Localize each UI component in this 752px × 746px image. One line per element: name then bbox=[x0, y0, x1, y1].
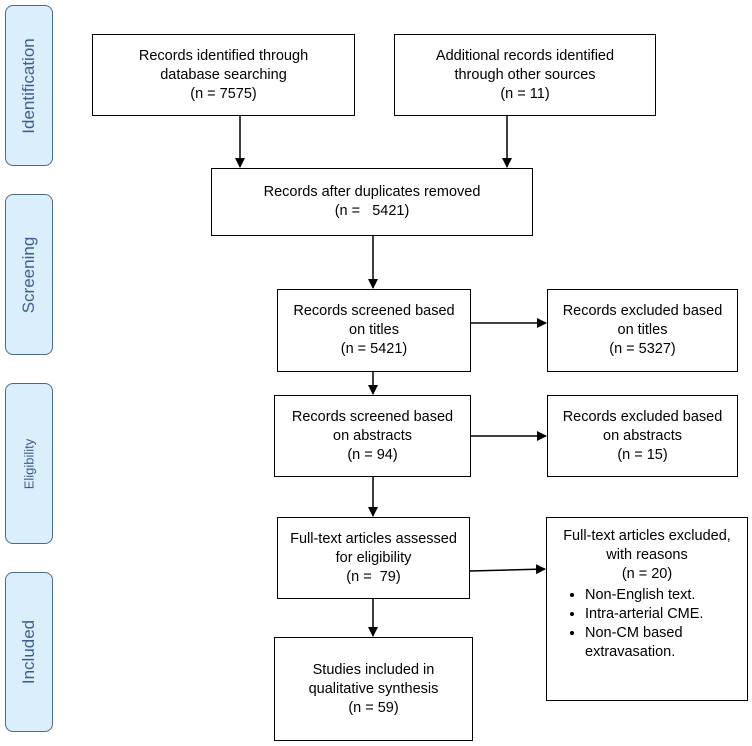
duplicates-count: (n = 5421) bbox=[334, 203, 410, 219]
stage-identification: Identification bbox=[5, 5, 53, 166]
stage-included: Included bbox=[5, 572, 53, 732]
fulltext-excluded-count: (n = 20) bbox=[621, 566, 673, 582]
arrow-fulltext-to-excluded bbox=[469, 564, 546, 575]
excluded-abstracts-count: (n = 15) bbox=[617, 446, 668, 463]
excluded-titles-count: (n = 5327) bbox=[609, 341, 676, 357]
other-line1: Additional records identified bbox=[435, 47, 615, 64]
box-fulltext-assessed: Full-text articles assessed for eligibil… bbox=[277, 517, 470, 599]
screened-titles-line1: Records screened based bbox=[293, 303, 455, 319]
fulltext-assessed-line2: for eligibility bbox=[335, 549, 412, 566]
database-count: (n = 7575) bbox=[190, 85, 257, 102]
screened-abstracts-line2: on abstracts bbox=[333, 427, 412, 444]
exclusion-reason: Non-CM based extravasation. bbox=[585, 624, 747, 662]
fulltext-excluded-line1: Full-text articles excluded, bbox=[563, 528, 731, 544]
exclusion-reason: Non-English text. bbox=[585, 586, 747, 605]
excluded-abstracts-line1: Records excluded based bbox=[562, 408, 723, 425]
exclusion-reasons-list: Non-English text. Intra-arterial CME. No… bbox=[547, 586, 747, 662]
box-studies-included: Studies included in qualitative synthesi… bbox=[274, 637, 473, 741]
screened-titles-line2: on titles bbox=[349, 322, 399, 338]
excluded-titles-line1: Records excluded based bbox=[562, 303, 723, 319]
box-excluded-titles: Records excluded based on titles (n = 53… bbox=[547, 289, 738, 372]
database-line1: Records identified through bbox=[138, 47, 309, 64]
fulltext-excluded-line2: with reasons bbox=[606, 547, 688, 563]
box-screened-abstracts: Records screened based on abstracts (n =… bbox=[274, 395, 471, 477]
excluded-titles-line2: on titles bbox=[617, 322, 668, 338]
screened-abstracts-count: (n = 94) bbox=[347, 446, 398, 463]
screened-titles-count: (n = 5421) bbox=[340, 341, 408, 357]
fulltext-assessed-line1: Full-text articles assessed bbox=[290, 530, 457, 547]
box-other-sources: Additional records identified through ot… bbox=[394, 34, 656, 116]
stage-screening: Screening bbox=[5, 194, 53, 355]
duplicates-line1: Records after duplicates removed bbox=[263, 184, 481, 200]
excluded-abstracts-line2: on abstracts bbox=[603, 427, 682, 444]
other-line2: through other sources bbox=[454, 66, 596, 83]
database-line2: database searching bbox=[160, 66, 287, 83]
box-excluded-abstracts: Records excluded based on abstracts (n =… bbox=[547, 395, 738, 477]
included-line2: qualitative synthesis bbox=[308, 680, 439, 697]
screened-abstracts-line1: Records screened based bbox=[291, 408, 454, 425]
included-count: (n = 59) bbox=[348, 699, 399, 716]
box-database-records: Records identified through database sear… bbox=[92, 34, 355, 116]
other-count: (n = 11) bbox=[500, 85, 550, 102]
box-screened-titles: Records screened based on titles (n = 54… bbox=[277, 289, 471, 372]
box-duplicates-removed: Records after duplicates removed (n = 54… bbox=[211, 168, 533, 236]
exclusion-reason: Intra-arterial CME. bbox=[585, 605, 747, 624]
box-fulltext-excluded: Full-text articles excluded, with reason… bbox=[546, 517, 748, 701]
stage-eligibility: Eligibility bbox=[5, 383, 53, 544]
fulltext-assessed-count: (n = 79) bbox=[346, 568, 401, 585]
included-line1: Studies included in bbox=[312, 661, 435, 678]
